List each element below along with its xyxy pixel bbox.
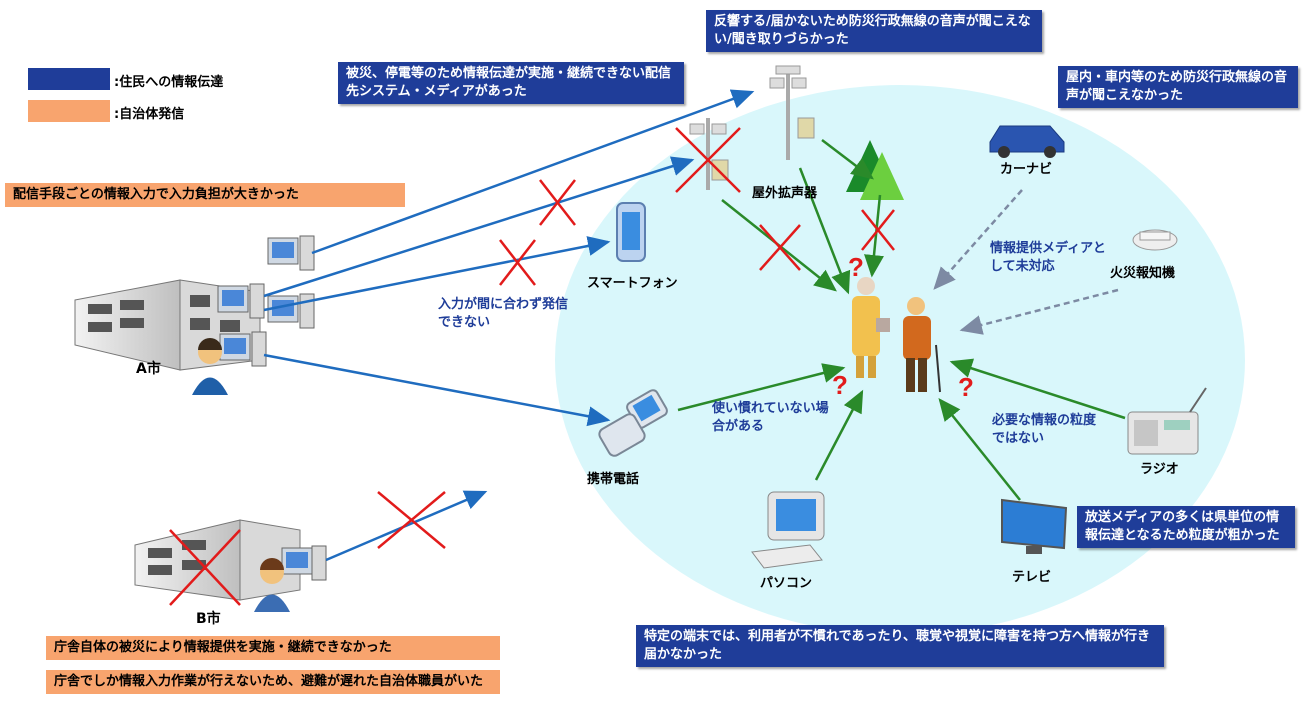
note-unfamiliar: 使い慣れていない場合がある	[712, 401, 829, 434]
callout-sender-system: 被災、停電等のため情報伝達が実施・継続できない配信先システム・メディアがあった	[338, 62, 684, 104]
label-city-b: B市	[196, 611, 221, 627]
label-radio: ラジオ	[1140, 462, 1179, 477]
note-unsupported: 情報提供メディアとして未対応	[990, 241, 1106, 274]
label-car-navi: カーナビ	[1000, 162, 1053, 177]
city-b-building-icon	[134, 519, 301, 601]
label-tv: テレビ	[1012, 570, 1052, 585]
question-mark-icon: ?	[848, 252, 864, 282]
callout-outdoor-speaker: 反響する/届かないため防災行政無線の音声が聞こえない/聞き取りづらかった	[706, 10, 1042, 52]
note-granularity: 必要な情報の粒度ではない	[992, 413, 1097, 446]
callout-indoor: 屋内・車内等のため防災行政無線の音声が聞こえなかった	[1058, 66, 1298, 108]
label-pc: パソコン	[760, 576, 813, 591]
unsupported-arrows	[933, 189, 1119, 335]
residents-icon	[852, 277, 941, 393]
pc-icon	[751, 491, 825, 569]
label-mobile-phone: 携帯電話	[587, 472, 640, 487]
label-smartphone: スマートフォン	[587, 276, 678, 291]
legend-swatch-blue	[28, 68, 110, 90]
label-city-a: A市	[136, 361, 161, 377]
question-mark-icon: ?	[958, 372, 974, 402]
callout-office-damage: 庁舎自体の被災により情報提供を実施・継続できなかった	[46, 636, 500, 660]
radio-icon	[1127, 387, 1207, 455]
label-fire-alarm: 火災報知機	[1110, 266, 1176, 281]
callout-office-only: 庁舎でしか情報入力作業が行えないため、避難が遅れた自治体職員がいた	[46, 670, 500, 694]
question-mark-icon: ?	[832, 370, 848, 400]
tv-icon	[1001, 498, 1068, 554]
outdoor-speaker-icon	[689, 65, 815, 190]
label-outdoor-speaker: 屋外拡声器	[752, 186, 818, 201]
mobile-phone-icon	[598, 389, 668, 457]
smartphone-icon	[616, 202, 646, 262]
failure-cross-icon	[169, 127, 895, 606]
staff-avatar-icon	[192, 338, 290, 612]
fire-alarm-icon	[1132, 229, 1178, 251]
legend-swatch-orange	[28, 100, 110, 122]
callout-input-burden: 配信手段ごとの情報入力で入力負担が大きかった	[5, 183, 405, 207]
legend-label-residents: :住民への情報伝達	[114, 75, 224, 90]
resident-area-ellipse	[555, 85, 1245, 635]
car-icon	[989, 125, 1065, 158]
legend-label-municipality: :自治体発信	[114, 107, 185, 122]
note-input-late: 入力が間に合わず発信できない	[438, 297, 569, 330]
callout-terminal: 特定の端末では、利用者が不慣れであったり、聴覚や視覚に障害を持つ方へ情報が行き届…	[636, 625, 1164, 667]
callout-broadcast: 放送メディアの多くは県単位の情報伝達となるため粒度が粗かった	[1077, 506, 1295, 548]
